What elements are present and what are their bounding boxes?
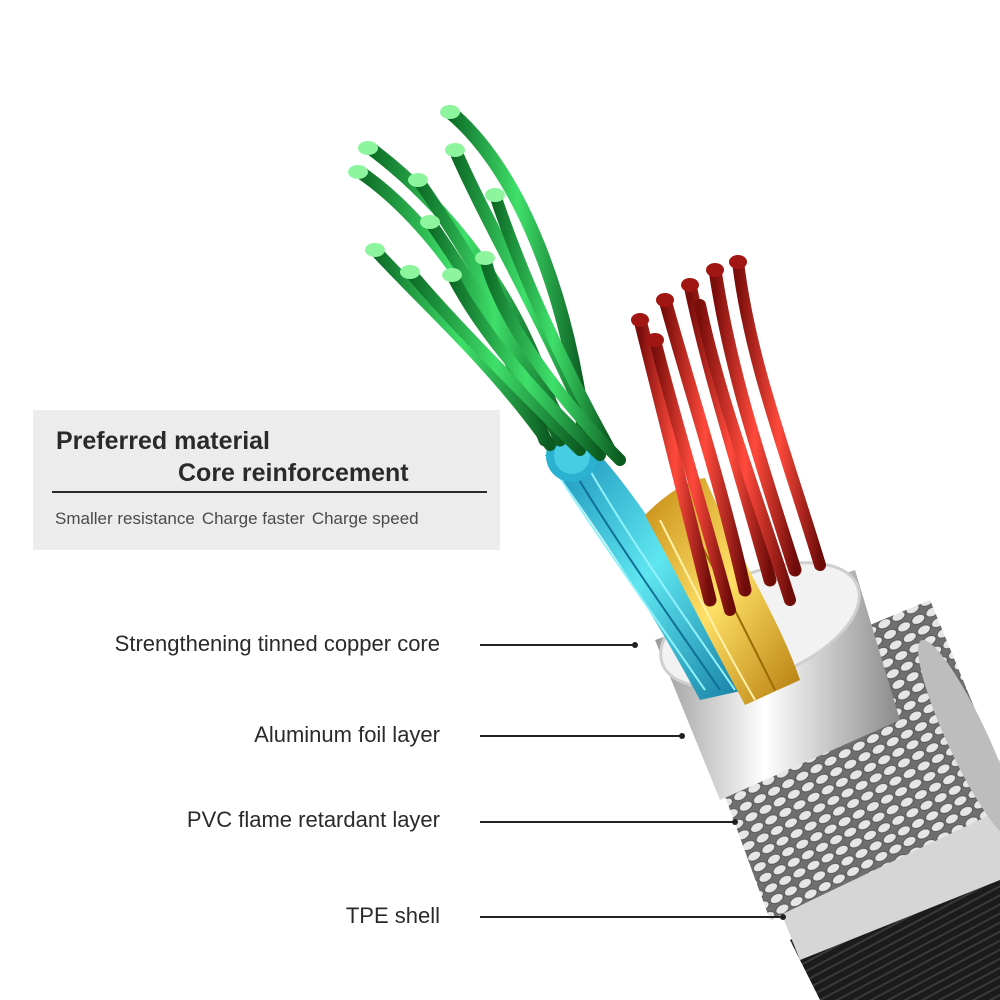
- feature-charge-faster: Charge faster: [201, 509, 305, 528]
- panel-title-line1: Preferred material: [56, 427, 271, 455]
- feature-smaller-resistance: Smaller resistance: [55, 509, 195, 528]
- green-insulated-wires: [353, 105, 626, 466]
- leader-line-aluminum-foil: [480, 735, 682, 737]
- red-insulated-wires: [633, 256, 826, 616]
- leader-dot-aluminum-foil: [679, 733, 685, 739]
- red-wire-tips: [631, 255, 747, 347]
- leader-dot-tpe-shell: [780, 914, 786, 920]
- leader-dot-pvc: [732, 819, 738, 825]
- panel-divider: [52, 491, 487, 493]
- layer-label-pvc: PVC flame retardant layer: [186, 807, 440, 832]
- leader-line-pvc: [480, 821, 735, 823]
- panel-title-line2: Core reinforcement: [178, 459, 409, 487]
- leader-line-copper-core: [480, 644, 635, 646]
- panel-features: Smaller resistance Charge faster Charge …: [55, 509, 485, 529]
- green-wire-tips: [348, 105, 505, 282]
- cyan-copper-strands: [545, 430, 745, 700]
- leader-dot-copper-core: [632, 642, 638, 648]
- feature-charge-speed: Charge speed: [311, 509, 419, 528]
- layer-label-copper-core: Strengthening tinned copper core: [114, 631, 440, 656]
- layer-label-aluminum-foil: Aluminum foil layer: [254, 722, 440, 747]
- leader-line-tpe-shell: [480, 916, 783, 918]
- layer-label-tpe-shell: TPE shell: [345, 903, 440, 928]
- info-panel: [33, 410, 500, 550]
